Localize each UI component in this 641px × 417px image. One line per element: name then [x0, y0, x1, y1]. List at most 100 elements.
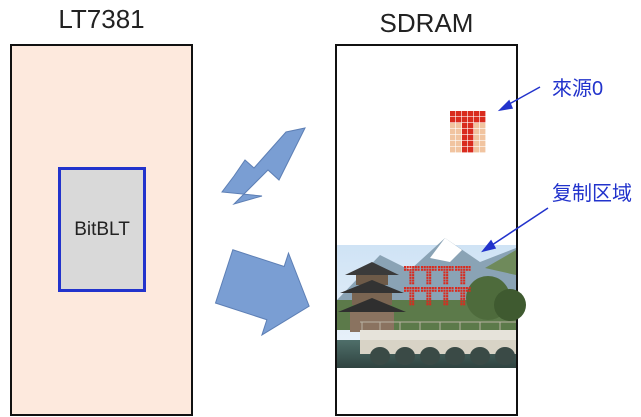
t-pixel-on	[440, 268, 443, 271]
t-pixel-off	[480, 135, 486, 141]
t-pixel-on	[429, 268, 432, 271]
t-pixel-on	[462, 135, 468, 141]
t-pixel-on	[446, 268, 449, 271]
t-pixel-on	[455, 289, 458, 292]
t-pixel-on	[463, 276, 466, 279]
t-pixel-on	[448, 268, 451, 271]
t-pixel-on	[426, 303, 429, 306]
t-pixel-on	[417, 287, 420, 290]
t-pixel-on	[460, 268, 463, 271]
t-pixel-on	[443, 292, 446, 295]
t-pixel-on	[443, 297, 446, 300]
t-pixel-on	[414, 289, 417, 292]
t-pixel-on	[457, 287, 460, 290]
t-pixel-on	[457, 268, 460, 271]
t-pixel-on	[462, 117, 468, 123]
t-pixel-on	[460, 266, 463, 269]
t-pixel-on	[463, 303, 466, 306]
t-pixel-off	[456, 147, 462, 153]
t-pixel-on	[468, 268, 471, 271]
t-pixel-on	[429, 300, 432, 303]
copied-t-tile	[421, 287, 437, 306]
t-pixel-on	[440, 287, 443, 290]
t-pixel-on	[460, 289, 463, 292]
t-pixel-on	[431, 266, 434, 269]
t-pixel-on	[460, 279, 463, 282]
t-pixel-on	[431, 287, 434, 290]
t-pixel-on	[426, 274, 429, 277]
t-pixel-off	[480, 141, 486, 147]
t-pixel-on	[426, 300, 429, 303]
t-pixel-on	[412, 271, 415, 274]
t-pixel-off	[474, 129, 480, 135]
t-pixel-on	[463, 295, 466, 298]
t-pixel-on	[455, 287, 458, 290]
t-pixel-on	[429, 297, 432, 300]
t-pixel-on	[443, 274, 446, 277]
t-pixel-on	[426, 292, 429, 295]
t-pixel-on	[429, 303, 432, 306]
t-pixel-on	[412, 303, 415, 306]
copied-t-tile	[455, 287, 471, 306]
t-pixel-on	[434, 266, 437, 269]
t-pixel-on	[429, 282, 432, 285]
t-pixel-on	[446, 287, 449, 290]
t-pixel-on	[468, 129, 474, 135]
t-pixel-on	[463, 279, 466, 282]
t-pixel-on	[463, 274, 466, 277]
lt7381-title: LT7381	[58, 4, 145, 34]
t-pixel-on	[460, 300, 463, 303]
t-pixel-on	[448, 266, 451, 269]
copied-t-tile	[404, 266, 420, 285]
t-pixel-on	[412, 289, 415, 292]
t-pixel-on	[450, 111, 456, 117]
t-pixel-on	[426, 266, 429, 269]
t-pixel-on	[438, 268, 441, 271]
t-pixel-on	[443, 289, 446, 292]
t-pixel-on	[460, 282, 463, 285]
t-pixel-off	[456, 135, 462, 141]
t-pixel-on	[429, 276, 432, 279]
t-pixel-on	[451, 289, 454, 292]
t-pixel-on	[412, 295, 415, 298]
t-pixel-on	[414, 268, 417, 271]
t-pixel-on	[409, 303, 412, 306]
t-pixel-on	[463, 289, 466, 292]
t-pixel-on	[446, 279, 449, 282]
t-pixel-on	[443, 276, 446, 279]
t-pixel-on	[404, 287, 407, 290]
t-pixel-on	[404, 266, 407, 269]
t-pixel-on	[460, 287, 463, 290]
copied-t-tile	[421, 266, 437, 285]
t-pixel-on	[409, 287, 412, 290]
lt7381-block	[10, 44, 193, 416]
t-pixel-on	[417, 266, 420, 269]
t-pixel-on	[443, 287, 446, 290]
t-pixel-on	[434, 268, 437, 271]
t-pixel-on	[421, 289, 424, 292]
t-pixel-on	[431, 289, 434, 292]
t-pixel-on	[438, 287, 441, 290]
t-pixel-on	[414, 287, 417, 290]
t-pixel-on	[426, 287, 429, 290]
t-pixel-on	[460, 274, 463, 277]
t-pixel-on	[434, 287, 437, 290]
t-pixel-on	[462, 111, 468, 117]
t-pixel-on	[406, 287, 409, 290]
copy-pointer-head	[481, 239, 497, 253]
t-pixel-on	[468, 141, 474, 147]
photo-copy-region	[337, 238, 526, 368]
t-pixel-on	[443, 266, 446, 269]
t-pixel-on	[423, 287, 426, 290]
t-pixel-on	[460, 292, 463, 295]
t-pixel-off	[480, 123, 486, 129]
t-pixel-on	[468, 135, 474, 141]
t-pixel-on	[460, 295, 463, 298]
t-pixel-on	[446, 292, 449, 295]
t-pixel-on	[429, 292, 432, 295]
t-pixel-on	[426, 282, 429, 285]
t-pixel-on	[463, 271, 466, 274]
t-pixel-on	[448, 287, 451, 290]
t-pixel-on	[440, 289, 443, 292]
t-pixel-off	[450, 135, 456, 141]
